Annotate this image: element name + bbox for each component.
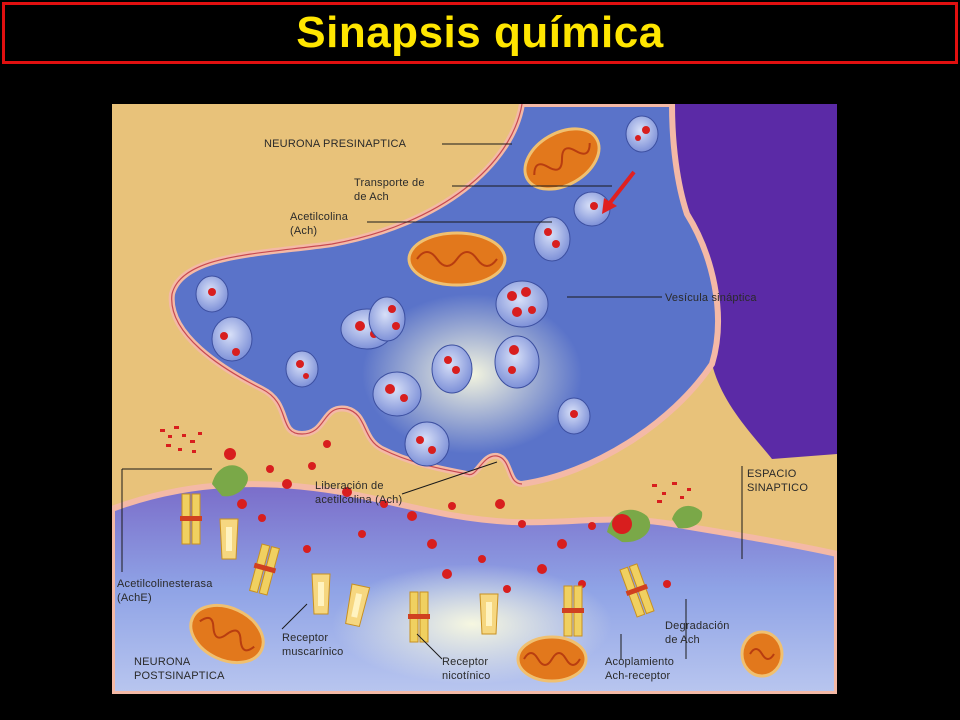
mitochondrion-postsynaptic-1 — [189, 603, 265, 665]
mitochondrion-postsynaptic-2 — [516, 635, 588, 683]
nicotinic-receptor — [408, 591, 430, 643]
vesicle — [557, 397, 591, 435]
muscarinic-receptor — [479, 593, 499, 635]
vesicle — [494, 335, 540, 389]
label-nicotinic-receptor-line1: Receptor — [442, 656, 488, 668]
vesicle — [195, 275, 229, 313]
vesicle — [404, 421, 450, 467]
label-presynaptic-neuron: NEURONA PRESINAPTICA — [264, 138, 407, 150]
label-synaptic-cleft-line2: SINAPTICO — [747, 482, 808, 494]
mitochondrion-presynaptic-2 — [407, 231, 507, 287]
vesicle — [431, 344, 473, 394]
label-coupling-line1: Acoplamiento — [605, 656, 674, 668]
label-leader-lines — [121, 143, 743, 660]
nicotinic-receptor — [180, 493, 202, 545]
label-acetylcholinesterase-line1: Acetilcolinesterasa — [117, 578, 213, 590]
label-postsynaptic-neuron-line1: NEURONA — [134, 656, 191, 668]
muscarinic-receptor — [219, 518, 239, 560]
nicotinic-receptor — [619, 563, 655, 618]
label-muscarinic-receptor-line1: Receptor — [282, 632, 328, 644]
nicotinic-receptor — [248, 543, 280, 596]
vesicle — [211, 316, 253, 362]
vesicle — [495, 280, 549, 328]
vesicle — [368, 296, 406, 342]
title-bar: Sinapsis química — [2, 2, 958, 64]
axon-body — [652, 104, 837, 459]
label-ach-transport-line1: Transporte de — [354, 177, 425, 189]
vesicle — [285, 350, 319, 388]
vesicle — [372, 371, 422, 417]
vesicle — [625, 115, 659, 153]
page-title: Sinapsis química — [296, 8, 664, 57]
receptors — [180, 493, 655, 643]
label-coupling-line2: Ach-receptor — [605, 670, 671, 682]
label-ach-degradation-line1: Degradación — [665, 620, 730, 632]
muscarinic-receptor — [345, 583, 371, 628]
vesicle — [533, 216, 571, 262]
label-muscarinic-receptor-line2: muscarínico — [282, 646, 344, 658]
released-acetylcholine — [224, 440, 671, 593]
label-nicotinic-receptor-line2: nicotínico — [442, 670, 490, 682]
label-ach-transport-line2: de Ach — [354, 191, 389, 203]
acetylcholinesterase-blob — [212, 465, 248, 497]
mitochondrion-presynaptic-1 — [523, 127, 601, 191]
label-acetylcholine-line2: (Ach) — [290, 225, 317, 237]
transport-arrow — [602, 170, 636, 214]
label-ach-release-line1: Liberación de — [315, 480, 384, 492]
label-postsynaptic-neuron-line2: POSTSINAPTICA — [134, 670, 225, 682]
muscarinic-receptor — [311, 573, 331, 615]
label-ach-release-line2: acetilcolina (Ach) — [315, 494, 402, 506]
presynaptic-membrane — [171, 104, 523, 485]
label-acetylcholine-line1: Acetilcolina — [290, 211, 349, 223]
synapse-illustration: NEURONA PRESINAPTICA Transporte de de Ac… — [112, 104, 837, 694]
mitochondrion-postsynaptic-3 — [740, 630, 784, 678]
label-synaptic-vesicle: Vesícula sináptica — [665, 292, 757, 304]
synaptic-vesicles — [195, 115, 659, 467]
ach-fragments — [160, 426, 691, 503]
acetylcholinesterase-blob — [672, 505, 703, 529]
label-ach-degradation-line2: de Ach — [665, 634, 700, 646]
label-acetylcholinesterase-line2: (AchE) — [117, 592, 152, 604]
nicotinic-receptor — [562, 585, 584, 637]
synapse-diagram: NEURONA PRESINAPTICA Transporte de de Ac… — [112, 104, 837, 694]
label-synaptic-cleft-line1: ESPACIO — [747, 468, 797, 480]
